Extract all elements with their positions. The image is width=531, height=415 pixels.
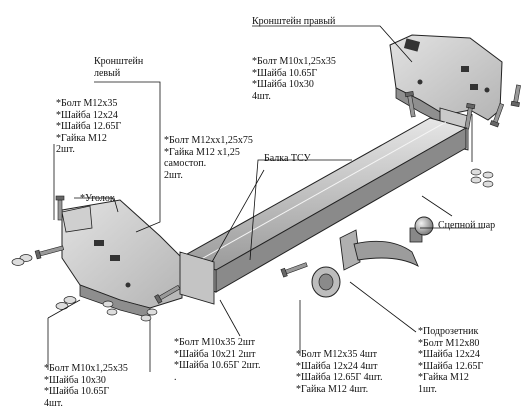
left-bracket — [61, 199, 215, 319]
note-bottom-right-line-5: *Гайка М12 — [418, 372, 469, 383]
note-bottom-mid-line-2: *Шайба 12х24 4шт — [296, 360, 378, 372]
note-bottom-left-line-2: *Шайба 10х30 — [44, 374, 106, 386]
note-top-right-line-4: 4шт. — [252, 90, 271, 102]
note-bottom-right: *Подрозетник *Болт М12х80 *Шайба 12х24 *… — [418, 326, 483, 395]
note-left-top-line-4: *Гайка М12 — [56, 132, 107, 144]
note-bottom-left: *Болт М10х1,25х35 *Шайба 10х30 *Шайба 10… — [44, 363, 128, 409]
note-bottom-center-line-2: *Шайба 10х21 2шт — [174, 348, 256, 360]
note-top-right-line-3: *Шайба 10х30 — [252, 79, 314, 90]
note-top-right-line-2: *Шайба 10.65Г — [252, 67, 318, 79]
note-top-right-line-1: *Болт М10х1,25х35 — [252, 56, 336, 67]
note-left-top: *Болт М12х35 *Шайба 12х24 *Шайба 12.65Г … — [56, 98, 121, 156]
left-bracket-bolts — [11, 195, 308, 322]
note-left-top-line-3: *Шайба 12.65Г — [56, 121, 122, 132]
note-bottom-right-line-2: *Болт М12х80 — [418, 337, 480, 349]
note-bottom-mid-line-1: *Болт М12х35 4шт — [296, 349, 377, 360]
note-bottom-right-line-6: 1шт. — [418, 383, 437, 395]
note-bottom-mid: *Болт М12х35 4шт *Шайба 12х24 4шт *Шайба… — [296, 349, 383, 395]
note-bottom-center-line-3: *Шайба 10.65Г 2шт. — [174, 360, 261, 371]
label-beam: Балка ТСУ — [264, 153, 311, 164]
right-bracket-bolts — [404, 84, 521, 188]
note-bottom-center-line-1: *Болт М10х35 2шт — [174, 337, 255, 348]
note-top-right: *Болт М10х1,25х35 *Шайба 10.65Г *Шайба 1… — [252, 56, 336, 102]
hitch-ball-assembly — [311, 216, 434, 298]
note-center-line-2: *Гайка М12 х1,25 — [164, 146, 240, 158]
note-center-line-3: самостоп. — [164, 158, 207, 169]
note-bottom-right-line-4: *Шайба 12.65Г — [418, 360, 484, 372]
label-bracket-left-line-2: левый — [94, 67, 121, 79]
note-left-top-line-2: *Шайба 12х24 — [56, 109, 118, 121]
note-bottom-right-line-1: *Подрозетник — [418, 326, 479, 337]
note-bottom-mid-line-3: *Шайба 12.65Г 4шт. — [296, 372, 383, 383]
note-bottom-left-line-3: *Шайба 10.65Г — [44, 386, 110, 397]
note-left-top-line-5: 2шт. — [56, 144, 75, 155]
note-bottom-left-line-4: 4шт. — [44, 397, 63, 409]
note-left-top-line-1: *Болт М12х35 — [56, 98, 118, 109]
label-bracket-left: Кронштейн левый — [94, 56, 143, 79]
note-bottom-right-line-3: *Шайба 12х24 — [418, 349, 480, 360]
label-bracket-left-line-1: Кронштейн — [94, 56, 144, 67]
note-center: *Болт М12хх1,25х75 *Гайка М12 х1,25 само… — [164, 135, 253, 181]
leader-lines — [47, 25, 484, 372]
note-bottom-left-line-1: *Болт М10х1,25х35 — [44, 363, 128, 374]
label-hitch-ball: Сцепной шар — [438, 220, 496, 231]
note-bottom-center: *Болт М10х35 2шт *Шайба 10х21 2шт *Шайба… — [174, 337, 261, 383]
label-corner: *Уголок — [80, 193, 115, 204]
note-bottom-center-dot: . — [174, 371, 177, 383]
label-bracket-right: Кронштейн правый — [252, 16, 336, 27]
note-bottom-mid-line-4: *Гайка М12 4шт. — [296, 383, 369, 395]
note-center-line-1: *Болт М12хх1,25х75 — [164, 135, 253, 146]
note-center-line-4: 2шт. — [164, 169, 183, 181]
